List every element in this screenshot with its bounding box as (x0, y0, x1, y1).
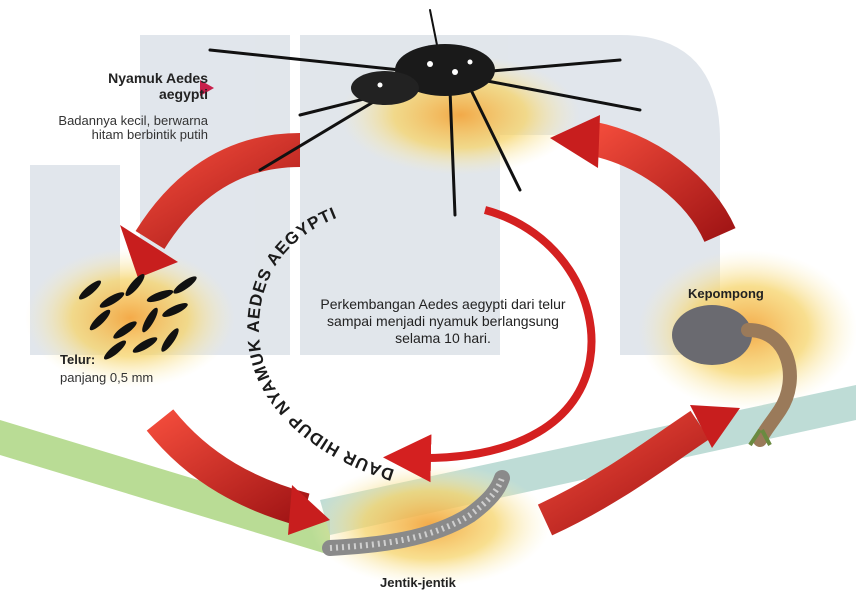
mosquito-title: Nyamuk Aedes aegypti (60, 70, 208, 102)
center-description: Perkembangan Aedes aegypti dari telur sa… (312, 296, 574, 347)
pupa-title: Kepompong (688, 286, 764, 301)
egg-description: panjang 0,5 mm (60, 370, 153, 385)
larva-title: Jentik-jentik (380, 575, 456, 590)
egg-glow (25, 248, 235, 388)
mosquito-description: Badannya kecil, berwarna hitam berbintik… (38, 114, 208, 142)
egg-title: Telur: (60, 352, 95, 367)
